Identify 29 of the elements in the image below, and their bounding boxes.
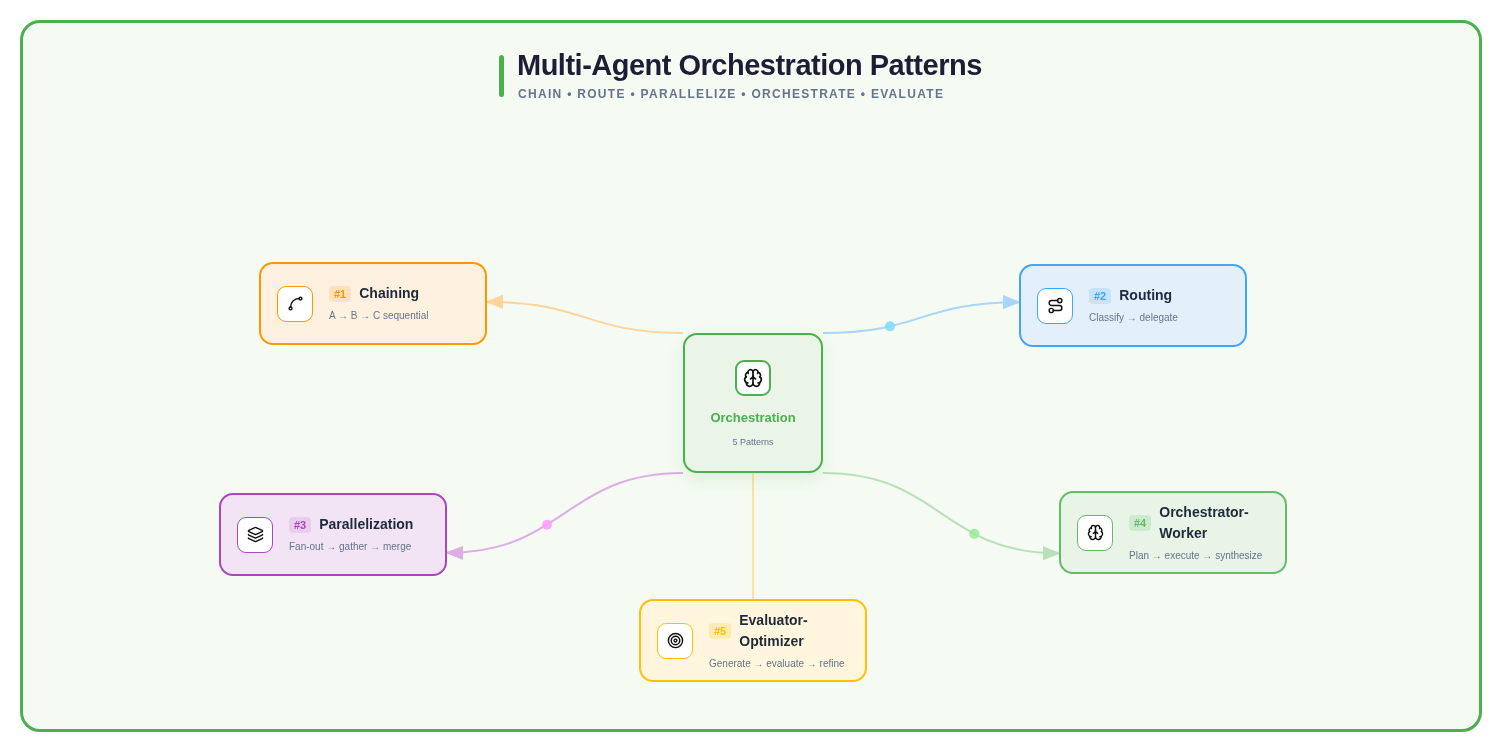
connector-arrow (485, 295, 684, 334)
pattern-title: Chaining (359, 284, 420, 304)
pattern-box (639, 599, 867, 682)
pattern-title: Routing (1119, 286, 1173, 306)
pattern-description: Classify → delegate (1089, 311, 1178, 326)
number-badge: #3 (289, 516, 312, 533)
hub-box (683, 333, 823, 473)
pattern-description: Plan → execute → synthesize (1129, 548, 1263, 563)
pattern-box (219, 493, 447, 576)
pattern-box (259, 262, 487, 345)
number-badge: #4 (1129, 514, 1152, 531)
connector-arrow (445, 472, 684, 559)
hub-title: Orchestration (710, 409, 796, 425)
number-badge: #5 (709, 622, 732, 639)
hub-subtitle: 5 Patterns (732, 436, 774, 447)
pattern-title: Evaluator-Optimizer (739, 610, 809, 651)
pattern-description: Fan-out → gather → merge (289, 540, 413, 555)
title: Multi-Agent Orchestration Patterns (517, 49, 982, 82)
pattern-title: Parallelization (319, 515, 414, 535)
pattern-title: Orchestrator-Worker (1159, 502, 1250, 543)
number-badge: #1 (329, 285, 352, 302)
subtitle: CHAIN • ROUTE • PARALLELIZE • ORCHESTRATE • EVALUATE (518, 87, 945, 101)
connector-arrow (822, 472, 1061, 560)
connector-arrow (822, 295, 1021, 334)
pattern-box (1019, 264, 1247, 347)
pattern-description: A → B → C sequential (329, 309, 429, 324)
number-badge: #2 (1089, 287, 1112, 304)
pattern-box (1059, 491, 1287, 574)
pattern-description: Generate → evaluate → refine (709, 656, 845, 671)
